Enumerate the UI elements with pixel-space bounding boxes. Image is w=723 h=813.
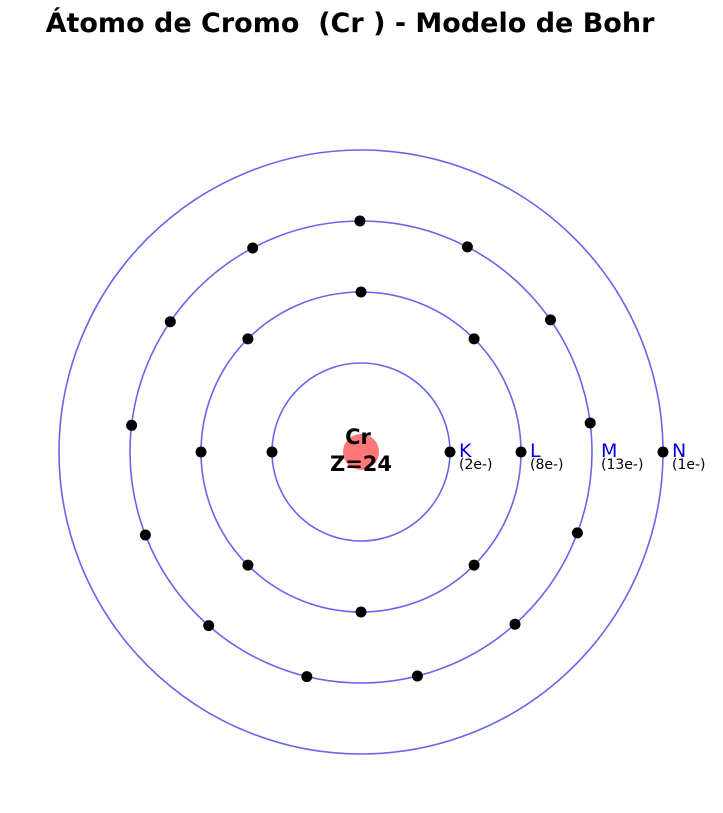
electron-M: [509, 618, 521, 630]
electron-K: [266, 446, 278, 458]
electron-M: [203, 620, 215, 632]
electron-M: [411, 670, 423, 682]
shell-label-M: M: [601, 440, 617, 462]
shell-label-K: K: [459, 440, 472, 462]
shell-electron-count-K: (2e-): [459, 457, 493, 473]
electron-M: [247, 242, 259, 254]
electron-L: [355, 606, 367, 618]
electron-M: [139, 529, 151, 541]
electron-L: [468, 559, 480, 571]
electron-M: [545, 314, 556, 326]
electron-L: [242, 333, 254, 345]
electron-K: [444, 446, 456, 458]
shell-label-L: L: [530, 440, 541, 462]
electron-L: [195, 446, 207, 458]
electron-L: [355, 286, 367, 298]
electron-M: [354, 215, 366, 227]
electron-M: [584, 417, 596, 429]
shell-electron-count-L: (8e-): [530, 457, 564, 473]
electron-M: [461, 241, 473, 253]
shell-electron-count-N: (1e-): [672, 457, 706, 473]
electron-M: [301, 671, 313, 683]
atomic-number-label: Z=24: [330, 452, 392, 476]
electron-N: [657, 446, 669, 458]
electron-L: [515, 446, 527, 458]
electron-L: [468, 333, 480, 345]
diagram-title: Átomo de Cromo (Cr ) - Modelo de Bohr: [45, 8, 655, 39]
electron-M: [126, 419, 138, 431]
electron-M: [571, 527, 583, 539]
element-symbol: Cr: [345, 425, 371, 449]
shell-electron-count-M: (13e-): [601, 457, 643, 473]
electron-L: [242, 559, 254, 571]
electron-M: [164, 316, 176, 328]
shell-label-N: N: [672, 440, 686, 462]
nucleus: [343, 434, 379, 470]
